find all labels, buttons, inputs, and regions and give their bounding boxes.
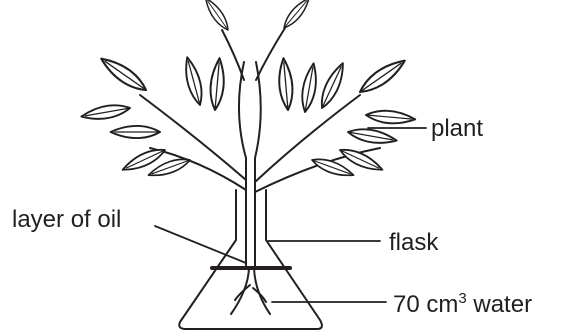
plant-leaves (80, 0, 415, 180)
water-unit-superscript: 3 (458, 290, 466, 307)
water-word: water (467, 291, 532, 318)
water-volume: 70 cm (393, 291, 458, 318)
plant-stem (140, 28, 380, 268)
flask-label: flask (389, 231, 438, 255)
layer-of-oil-label: layer of oil (12, 208, 121, 232)
plant-label: plant (431, 117, 483, 141)
roots (231, 268, 270, 314)
water-label: 70 cm3 water (393, 291, 532, 317)
flask (179, 190, 322, 329)
